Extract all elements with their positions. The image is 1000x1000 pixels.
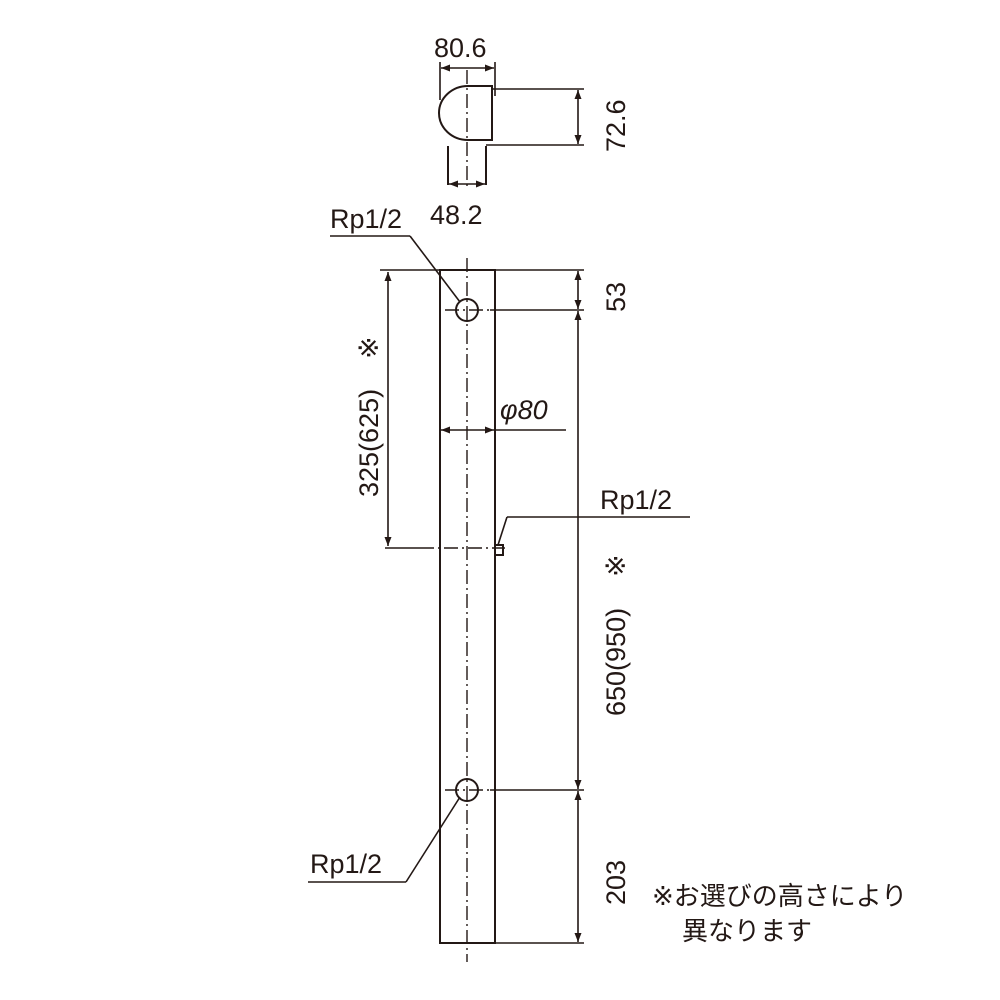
- dim-depth-label: 72.6: [601, 99, 631, 152]
- note-line-2: 異なります: [682, 917, 812, 947]
- left-height-asterisk: ※: [354, 336, 384, 359]
- dim-stem-label: 48.2: [430, 200, 483, 230]
- top-view: [438, 62, 584, 190]
- leader-top: [409, 235, 461, 303]
- bottom-offset-label: 203: [601, 860, 631, 905]
- leader-bottom: [405, 796, 461, 883]
- rp-bottom-label: Rp1/2: [310, 849, 382, 879]
- right-height-asterisk: ※: [601, 554, 631, 577]
- top-offset-label: 53: [601, 282, 631, 312]
- side-port: [495, 544, 504, 556]
- dim-width-label: 80.6: [434, 33, 487, 63]
- rp-top-label: Rp1/2: [330, 204, 402, 234]
- leader-side: [497, 516, 508, 546]
- right-height-label: 650(950): [601, 608, 631, 716]
- rp-side-label: Rp1/2: [600, 485, 672, 515]
- diameter-label: φ80: [500, 395, 548, 425]
- left-height-label: 325(625): [354, 389, 384, 497]
- head-outline: [438, 85, 493, 141]
- pole-front-view: [420, 258, 505, 962]
- note-line-1: ※お選びの高さにより: [652, 882, 907, 912]
